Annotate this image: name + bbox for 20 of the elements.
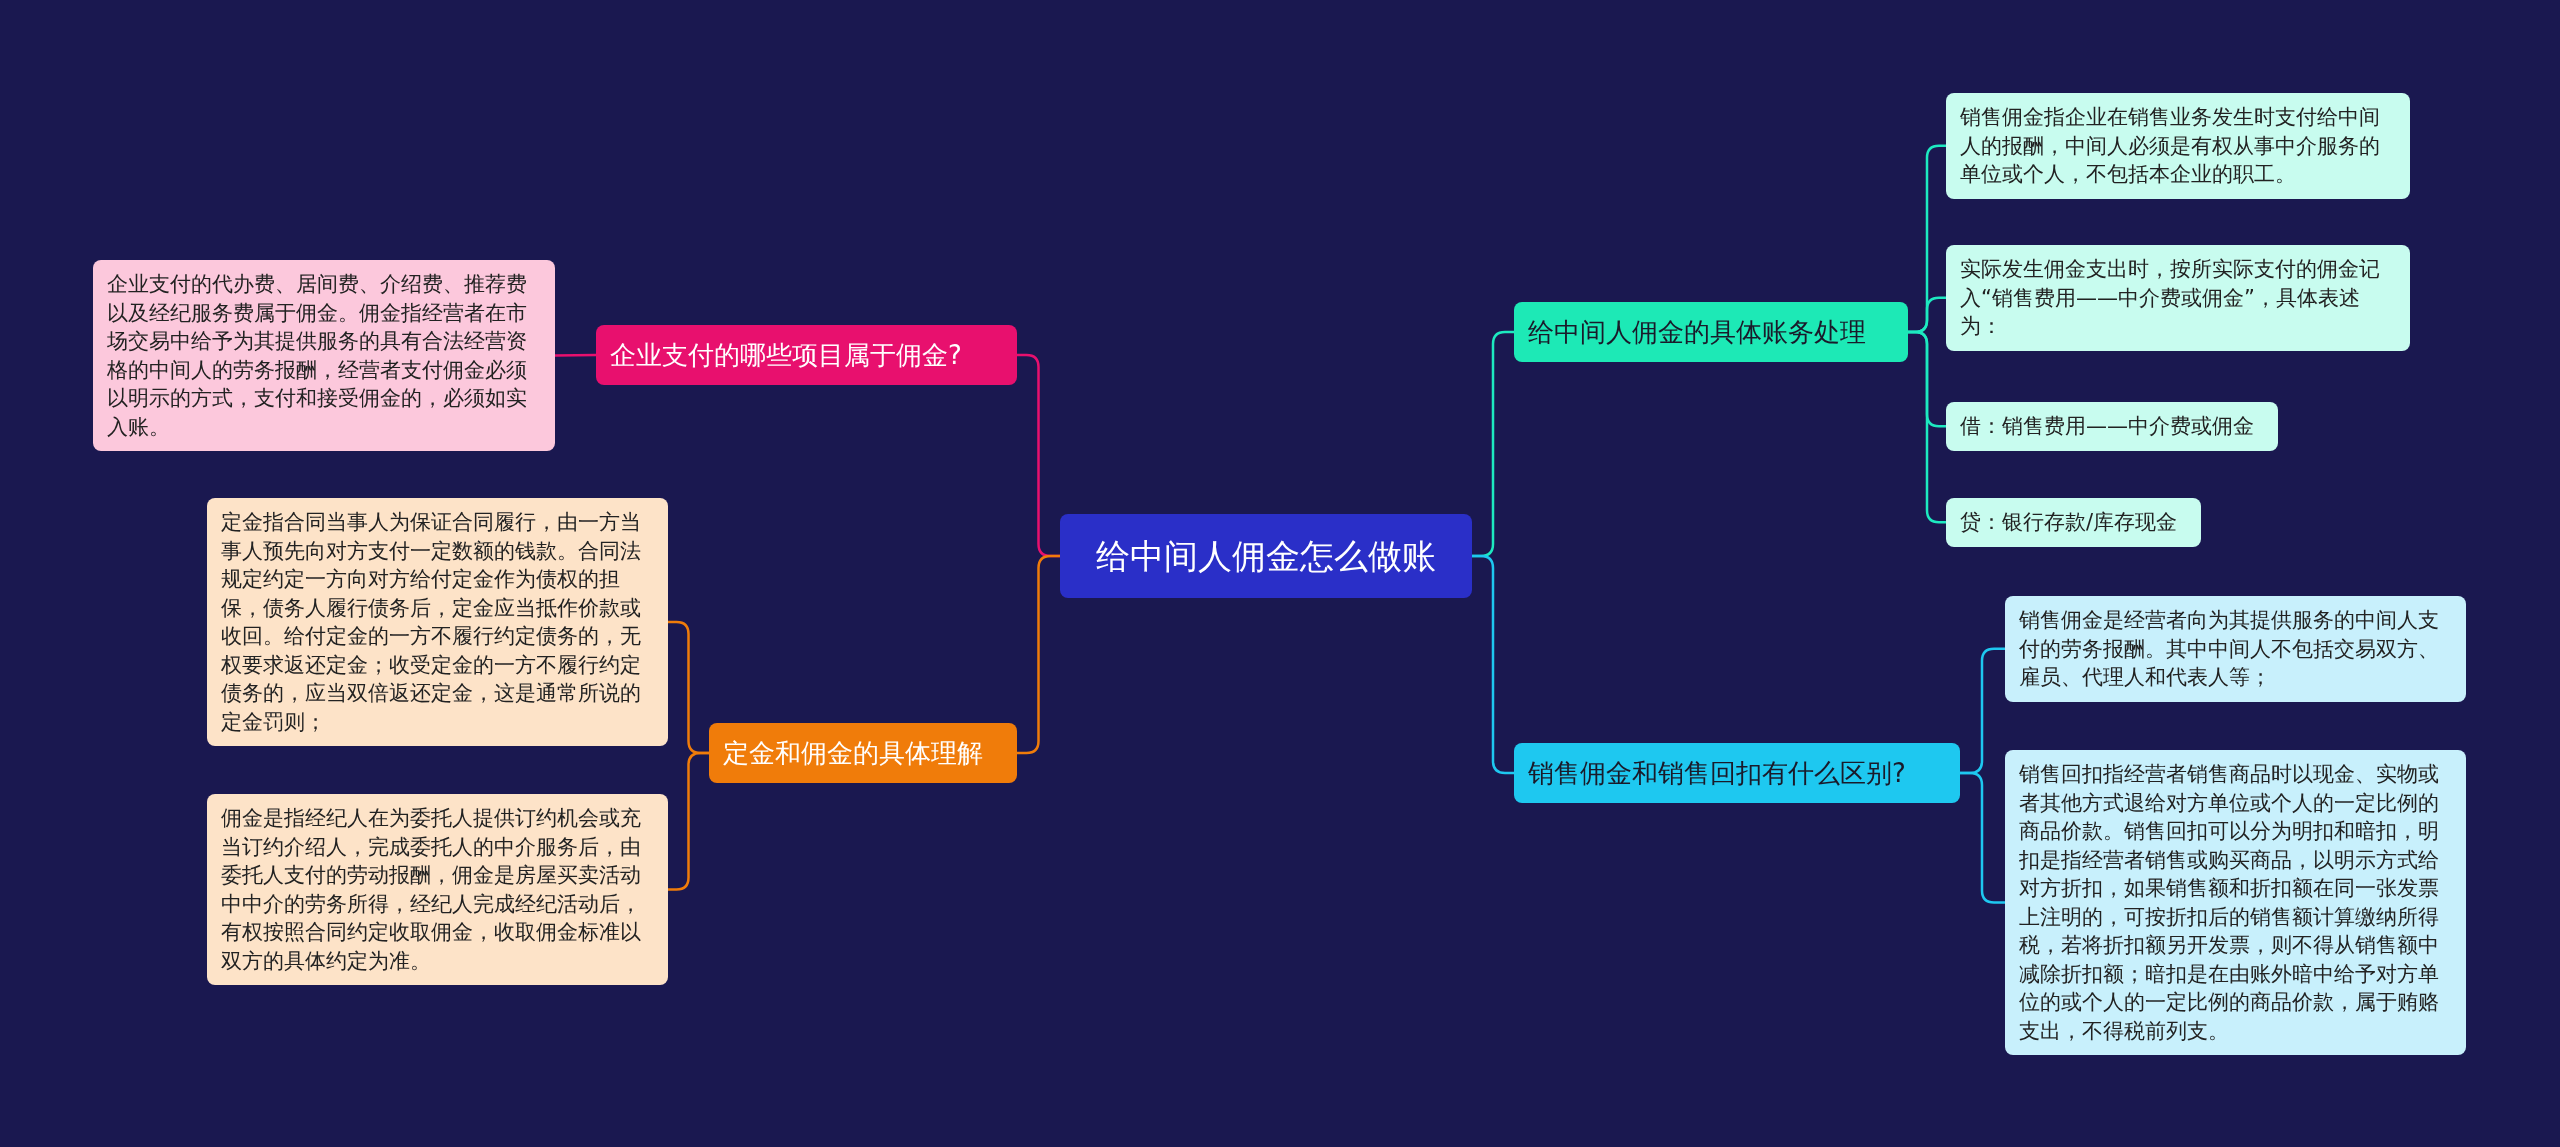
note-card: 佣金是指经纪人在为委托人提供订约机会或充当订约介绍人，完成委托人的中介服务后，由委托人支付的劳动报酬，佣金是房屋买卖活动中中介的劳务所得，经纪人完成经纪活动后，有权按照合同约定收取佣金，收取佣金标准以双方的具体约定为准。: [207, 794, 668, 985]
note-card: 实际发生佣金支出时，按所实际支付的佣金记入“销售费用——中介费或佣金”，具体表述为：: [1946, 245, 2410, 351]
branch-topic: 销售佣金和销售回扣有什么区别?: [1514, 743, 1960, 803]
branch-topic: 企业支付的哪些项目属于佣金?: [596, 325, 1017, 385]
note-card: 借：销售费用——中介费或佣金: [1946, 402, 2278, 451]
connector-line: [555, 353, 596, 357]
connector-line: [1908, 330, 1946, 524]
note-card: 贷：银行存款/库存现金: [1946, 498, 2201, 547]
branch-topic: 定金和佣金的具体理解: [709, 723, 1017, 783]
connector-line: [1960, 771, 2005, 904]
note-card: 销售回扣指经营者销售商品时以现金、实物或者其他方式退给对方单位或个人的一定比例的商品价款。销售回扣可以分为明扣和暗扣，明扣是指经营者销售或购买商品，以明示方式给对方折扣，如果销售额和折扣额在同一张发票上注明的，可按折扣后的销售额计算缴纳所得税，若将折扣额另开发票，则不得从销售额中减除折扣额；暗扣是在由账外暗中给予对方单位的或个人的一定比例的商品价款，属于贿赂支出，不得税前列支。: [2005, 750, 2466, 1055]
connector-line: [1472, 554, 1514, 775]
connector-line: [668, 751, 709, 891]
note-card: 销售佣金指企业在销售业务发生时支付给中间人的报酬，中间人必须是有权从事中介服务的单位或个人，不包括本企业的职工。: [1946, 93, 2410, 199]
branch-topic: 给中间人佣金的具体账务处理: [1514, 302, 1908, 362]
note-card: 定金指合同当事人为保证合同履行，由一方当事人预先向对方支付一定数额的钱款。合同法规定约定一方向对方给付定金作为债权的担保，债务人履行债务后，定金应当抵作价款或收回。给付定金的一方不履行约定债务的，无权要求返还定金；收受定金的一方不履行约定债务的，应当双倍返还定金，这是通常所说的定金罚则；: [207, 498, 668, 746]
note-card: 销售佣金是经营者向为其提供服务的中间人支付的劳务报酬。其中中间人不包括交易双方、雇员、代理人和代表人等；: [2005, 596, 2466, 702]
central-topic: 给中间人佣金怎么做账: [1060, 514, 1472, 598]
note-card: 企业支付的代办费、居间费、介绍费、推荐费以及经纪服务费属于佣金。佣金指经营者在市场交易中给予为其提供服务的具有合法经营资格的中间人的劳务报酬，经营者支付佣金必须以明示的方式，支付和接受佣金的，必须如实入账。: [93, 260, 555, 451]
connector-line: [1017, 554, 1060, 755]
